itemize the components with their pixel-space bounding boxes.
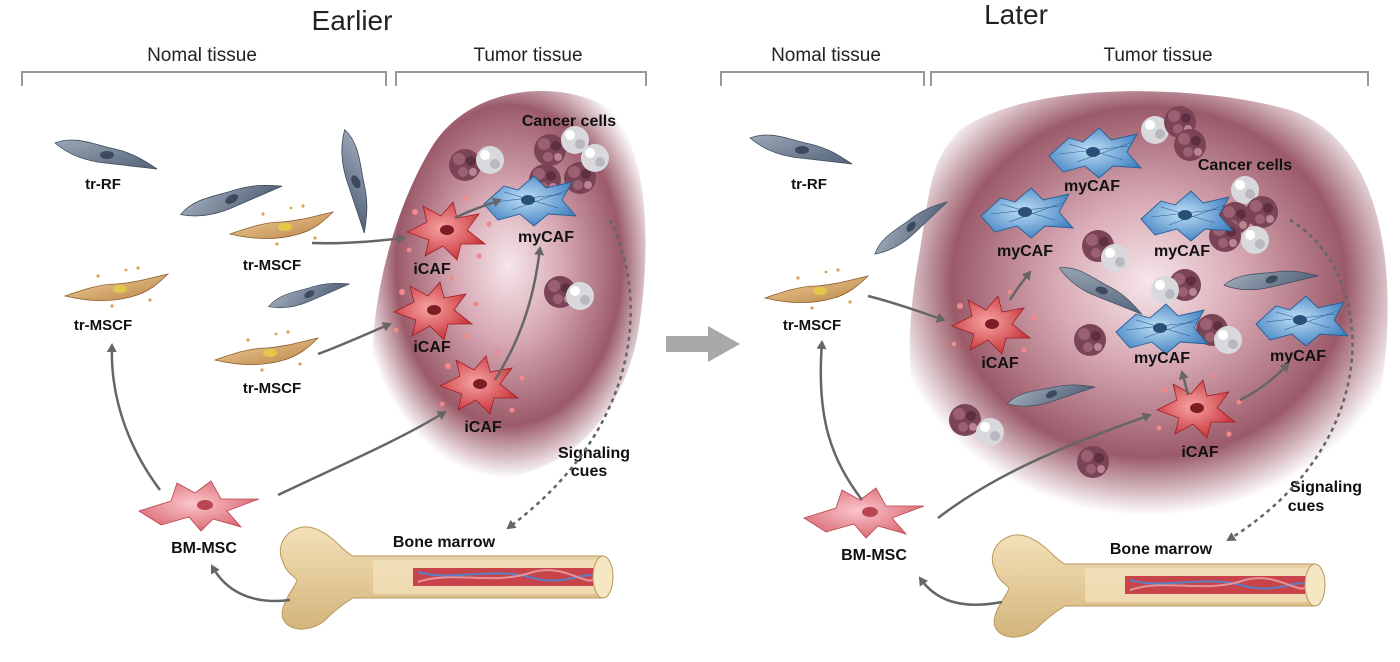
icaf-label-2: iCAF — [1181, 444, 1219, 461]
tumor-tissue-bracket — [395, 71, 647, 86]
cancer-cells-label: Cancer cells — [1198, 157, 1292, 174]
tr-mscf-label-1: tr-MSCF — [74, 317, 132, 334]
mycaf-label-4: myCAF — [1134, 350, 1190, 367]
tr-mscf-cell — [64, 265, 169, 309]
panel-earlier: Earlier Nomal tissue Tumor tissue Cancer… — [21, 5, 647, 631]
bm-msc-cell — [803, 487, 925, 539]
tr-mscf-label-3: tr-MSCF — [243, 380, 301, 397]
arrows-earlier — [106, 197, 632, 603]
icaf-label-1: iCAF — [413, 261, 451, 278]
tr-mscf-cell — [229, 203, 334, 247]
cues-label: cues — [571, 463, 608, 480]
bm-msc-label: BM-MSC — [171, 540, 237, 557]
arrow-right-icon — [666, 326, 740, 362]
signaling-label: Signaling — [558, 445, 630, 462]
tr-mscf-cell — [764, 267, 869, 311]
cancer-cells-label: Cancer cells — [522, 113, 616, 130]
tr-mscf-cell — [214, 329, 319, 373]
tumor-tissue-label: Tumor tissue — [473, 45, 582, 66]
normal-tissue-label: Nomal tissue — [147, 45, 257, 66]
tr-rf-label: tr-RF — [85, 176, 121, 193]
bone-marrow-label: Bone marrow — [393, 534, 496, 551]
normal-tissue-bracket — [720, 71, 925, 86]
tumor-tissue-bracket — [930, 71, 1369, 86]
tr-rf-label: tr-RF — [791, 176, 827, 193]
bm-msc-label: BM-MSC — [841, 547, 907, 564]
tr-mscf-label-2: tr-MSCF — [243, 257, 301, 274]
normal-tissue-bracket — [21, 71, 387, 86]
icaf-label-3: iCAF — [464, 419, 502, 436]
icaf-label-2: iCAF — [413, 339, 451, 356]
icaf-label-1: iCAF — [981, 355, 1019, 372]
panel-title: Earlier — [312, 5, 393, 36]
signaling-label: Signaling — [1290, 479, 1362, 496]
arrows-later — [816, 218, 1354, 606]
cues-label: cues — [1288, 498, 1325, 515]
bone-marrow-label: Bone marrow — [1110, 541, 1213, 558]
tr-mscf-label: tr-MSCF — [783, 317, 841, 334]
mycaf-label-2: myCAF — [997, 243, 1053, 260]
panel-title: Later — [984, 0, 1048, 30]
tumor-mass — [909, 91, 1388, 516]
panel-later: Later Nomal tissue Tumor tissue — [720, 0, 1388, 639]
mycaf-label-3: myCAF — [1154, 243, 1210, 260]
tumor-tissue-label: Tumor tissue — [1103, 45, 1212, 66]
normal-tissue-label: Nomal tissue — [771, 45, 881, 66]
mycaf-label-1: myCAF — [1064, 178, 1120, 195]
mycaf-label: myCAF — [518, 229, 574, 246]
mycaf-label-5: myCAF — [1270, 348, 1326, 365]
bm-msc-cell — [138, 480, 260, 532]
